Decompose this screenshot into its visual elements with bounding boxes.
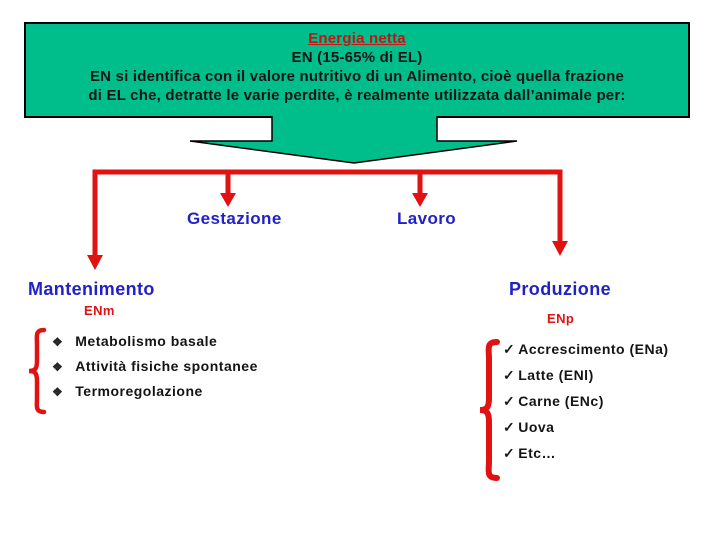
diamond-bullet-icon: ❖: [52, 385, 64, 399]
down-arrow-icon: [189, 116, 518, 164]
arrowhead-gestazione: [220, 193, 236, 207]
production-brace: [479, 339, 500, 481]
list-item: ✓ Uova: [503, 419, 669, 445]
list-item: ✓ Carne (ENc): [503, 393, 669, 419]
list-item: ✓ Accrescimento (ENa): [503, 341, 669, 367]
list-item-label: Termoregolazione: [75, 383, 203, 399]
list-item-label: Metabolismo basale: [75, 333, 218, 349]
label-lavoro: Lavoro: [397, 209, 457, 228]
arrowhead-produzione: [552, 241, 568, 256]
list-item-label: Carne (ENc): [518, 393, 604, 409]
list-item: ❖ Attività fisiche spontanee: [52, 358, 258, 383]
production-list: ✓ Accrescimento (ENa) ✓ Latte (ENl) ✓ Ca…: [503, 341, 669, 471]
list-item: ❖ Termoregolazione: [52, 383, 258, 408]
check-icon: ✓: [503, 367, 516, 383]
check-icon: ✓: [503, 445, 516, 461]
diamond-bullet-icon: ❖: [52, 360, 64, 374]
list-item: ❖ Metabolismo basale: [52, 333, 258, 358]
label-produzione: Produzione: [509, 279, 611, 299]
arrowhead-lavoro: [412, 193, 428, 207]
list-item: ✓ Latte (ENl): [503, 367, 669, 393]
list-item-label: Etc…: [518, 445, 557, 461]
list-item: ✓ Etc…: [503, 445, 669, 471]
check-icon: ✓: [503, 419, 516, 435]
maintenance-list: ❖ Metabolismo basale ❖ Attività fisiche …: [52, 333, 258, 408]
maintenance-brace: [28, 327, 47, 415]
code-enp: ENp: [547, 311, 575, 326]
header-subtitle: EN (15-65% di EL): [291, 49, 423, 66]
diamond-bullet-icon: ❖: [52, 335, 64, 349]
list-item-label: Accrescimento (ENa): [518, 341, 669, 357]
arrowhead-mantenimento: [87, 255, 103, 270]
check-icon: ✓: [503, 341, 516, 357]
header-body-line1: EN si identifica con il valore nutritivo…: [89, 68, 625, 85]
list-item-label: Latte (ENl): [518, 367, 594, 383]
header-title: Energia netta: [308, 30, 406, 47]
header-body-line2: di EL che, detratte le varie perdite, è …: [88, 87, 626, 104]
header-box: Energia netta EN (15-65% di EL) EN si id…: [24, 22, 690, 118]
label-gestazione: Gestazione: [187, 209, 282, 228]
label-mantenimento: Mantenimento: [28, 279, 155, 299]
check-icon: ✓: [503, 393, 516, 409]
code-enm: ENm: [84, 303, 115, 318]
list-item-label: Attività fisiche spontanee: [75, 358, 258, 374]
list-item-label: Uova: [518, 419, 555, 435]
branch-connector: [92, 169, 563, 256]
